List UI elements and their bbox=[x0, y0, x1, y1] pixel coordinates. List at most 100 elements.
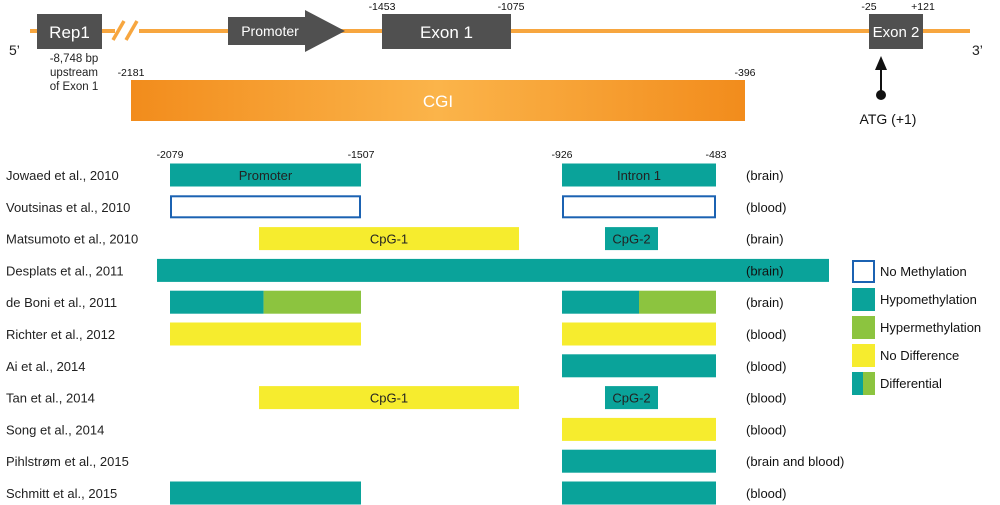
bar-region-label: Promoter bbox=[239, 168, 293, 183]
study-tissue: (blood) bbox=[746, 327, 786, 342]
rep1-label: Rep1 bbox=[49, 23, 90, 42]
methylation-bar-no-methylation bbox=[562, 195, 716, 219]
rep1-box bbox=[37, 14, 102, 49]
study-label: Pihlstrøm et al., 2015 bbox=[6, 454, 129, 469]
five-prime-label: 5’ bbox=[9, 42, 20, 58]
study-label: Song et al., 2014 bbox=[6, 422, 104, 437]
methylation-bar-hypo bbox=[562, 449, 716, 473]
legend-swatch-hypermethylation bbox=[852, 316, 875, 339]
cgi-bar bbox=[131, 80, 745, 121]
methylation-bar-hyper-part bbox=[639, 290, 716, 314]
promoter-arrow bbox=[228, 10, 345, 52]
bar-region-label: CpG-2 bbox=[612, 232, 650, 247]
gene-break-mark bbox=[111, 20, 139, 41]
study-row: Tan et al., 2014 CpG-1 CpG-2 (blood) bbox=[6, 386, 786, 410]
methylation-bar-hypo bbox=[562, 163, 716, 187]
cgi-start-coord: -2181 bbox=[118, 67, 145, 79]
study-row: Matsumoto et al., 2010 CpG-1 CpG-2 (brain) bbox=[6, 227, 784, 251]
legend-label-no-methylation: No Methylation bbox=[880, 264, 967, 279]
methylation-bar-hypo bbox=[170, 163, 361, 187]
study-label: Tan et al., 2014 bbox=[6, 391, 95, 406]
legend-label-hypermethylation: Hypermethylation bbox=[880, 320, 981, 335]
promoter-end-coord: -1507 bbox=[348, 149, 375, 161]
bar-region-label: CpG-2 bbox=[612, 391, 650, 406]
exon2-start-coord: -25 bbox=[861, 1, 876, 13]
exon1-start-coord: -1453 bbox=[369, 1, 396, 13]
intron1-end-coord: -483 bbox=[705, 149, 726, 161]
exon1-end-coord: -1075 bbox=[498, 1, 525, 13]
exon1-box bbox=[382, 14, 511, 49]
methylation-bar-hyper-part bbox=[263, 290, 361, 314]
methylation-bar-hypo bbox=[605, 227, 658, 251]
legend-label-differential: Differential bbox=[880, 376, 942, 391]
legend-swatch-no-difference bbox=[852, 344, 875, 367]
study-tissue: (brain) bbox=[746, 232, 784, 247]
cgi-label: CGI bbox=[423, 92, 453, 111]
study-row: Pihlstrøm et al., 2015 (brain and blood) bbox=[6, 449, 844, 473]
study-row: Richter et al., 2012 (blood) bbox=[6, 322, 786, 346]
study-label: Jowaed et al., 2010 bbox=[6, 168, 119, 183]
study-rows: Jowaed et al., 2010 Promoter Intron 1 (brai… bbox=[6, 163, 844, 505]
atg-marker bbox=[875, 56, 887, 100]
promoter-start-coord: -2079 bbox=[157, 149, 184, 161]
study-tissue: (blood) bbox=[746, 200, 786, 215]
exon2-label: Exon 2 bbox=[873, 24, 920, 41]
legend-label-hypomethylation: Hypomethylation bbox=[880, 292, 977, 307]
methylation-bar-nodiff bbox=[170, 322, 361, 346]
study-label: Desplats et al., 2011 bbox=[6, 263, 124, 278]
atg-label: ATG (+1) bbox=[860, 111, 917, 127]
bar-region-label: Intron 1 bbox=[617, 168, 661, 183]
rep1-note-line3: of Exon 1 bbox=[50, 81, 99, 93]
exon2-box bbox=[869, 14, 923, 49]
study-row: Schmitt et al., 2015 (blood) bbox=[6, 481, 786, 505]
cgi-end-coord: -396 bbox=[734, 67, 755, 79]
methylation-bar-hypo-part bbox=[170, 290, 264, 314]
methylation-bar-hypo bbox=[605, 386, 658, 410]
exon2-end-coord: +121 bbox=[911, 1, 935, 13]
gene-map: 5’ 3’ Rep1 -8,748 bp upstream of Exon 1 … bbox=[9, 1, 983, 127]
promoter-arrow-label: Promoter bbox=[241, 23, 299, 39]
study-tissue: (brain and blood) bbox=[746, 454, 844, 469]
methylation-bar-hypo bbox=[562, 481, 716, 505]
study-tissue: (blood) bbox=[746, 359, 786, 374]
methylation-bar-nodiff bbox=[562, 417, 716, 441]
legend-swatch-no-methylation bbox=[852, 260, 875, 283]
legend: No Methylation Hypomethylation Hypermeth… bbox=[852, 260, 981, 395]
study-row: Voutsinas et al., 2010 (blood) bbox=[6, 195, 786, 219]
legend-swatch-hypomethylation bbox=[852, 288, 875, 311]
rep1-note-line2: upstream bbox=[50, 67, 98, 79]
study-row: Desplats et al., 2011 (brain) bbox=[6, 258, 829, 282]
methylation-bar-hypo bbox=[170, 481, 361, 505]
methylation-bar-hypo-part bbox=[562, 290, 639, 314]
study-label: de Boni et al., 2011 bbox=[6, 295, 117, 310]
methylation-bar-nodiff bbox=[259, 386, 519, 410]
study-tissue: (brain) bbox=[746, 263, 784, 278]
study-tissue: (blood) bbox=[746, 422, 786, 437]
methylation-bar-no-methylation bbox=[170, 195, 361, 219]
study-row: de Boni et al., 2011 (brain) bbox=[6, 290, 784, 314]
study-label: Ai et al., 2014 bbox=[6, 359, 86, 374]
study-label: Schmitt et al., 2015 bbox=[6, 486, 117, 501]
study-label: Richter et al., 2012 bbox=[6, 327, 115, 342]
exon1-label: Exon 1 bbox=[420, 23, 473, 42]
study-row: Song et al., 2014 (blood) bbox=[6, 417, 786, 441]
bar-region-label: CpG-1 bbox=[370, 232, 408, 247]
bar-region-label: CpG-1 bbox=[370, 391, 408, 406]
study-tissue: (blood) bbox=[746, 486, 786, 501]
methylation-bar-nodiff bbox=[562, 322, 716, 346]
methylation-bar-hypo bbox=[157, 258, 829, 282]
study-label: Voutsinas et al., 2010 bbox=[6, 200, 130, 215]
legend-swatch-differential bbox=[852, 372, 875, 395]
intron1-start-coord: -926 bbox=[551, 149, 572, 161]
study-label: Matsumoto et al., 2010 bbox=[6, 232, 138, 247]
three-prime-label: 3’ bbox=[972, 42, 983, 58]
legend-label-no-difference: No Difference bbox=[880, 348, 959, 363]
methylation-bar-hypo bbox=[562, 354, 716, 378]
study-tissue: (blood) bbox=[746, 391, 786, 406]
region-coords: -2079 -1507 -926 -483 bbox=[157, 149, 727, 161]
study-tissue: (brain) bbox=[746, 295, 784, 310]
study-row: Ai et al., 2014 (blood) bbox=[6, 354, 786, 378]
methylation-bar-nodiff bbox=[259, 227, 519, 251]
